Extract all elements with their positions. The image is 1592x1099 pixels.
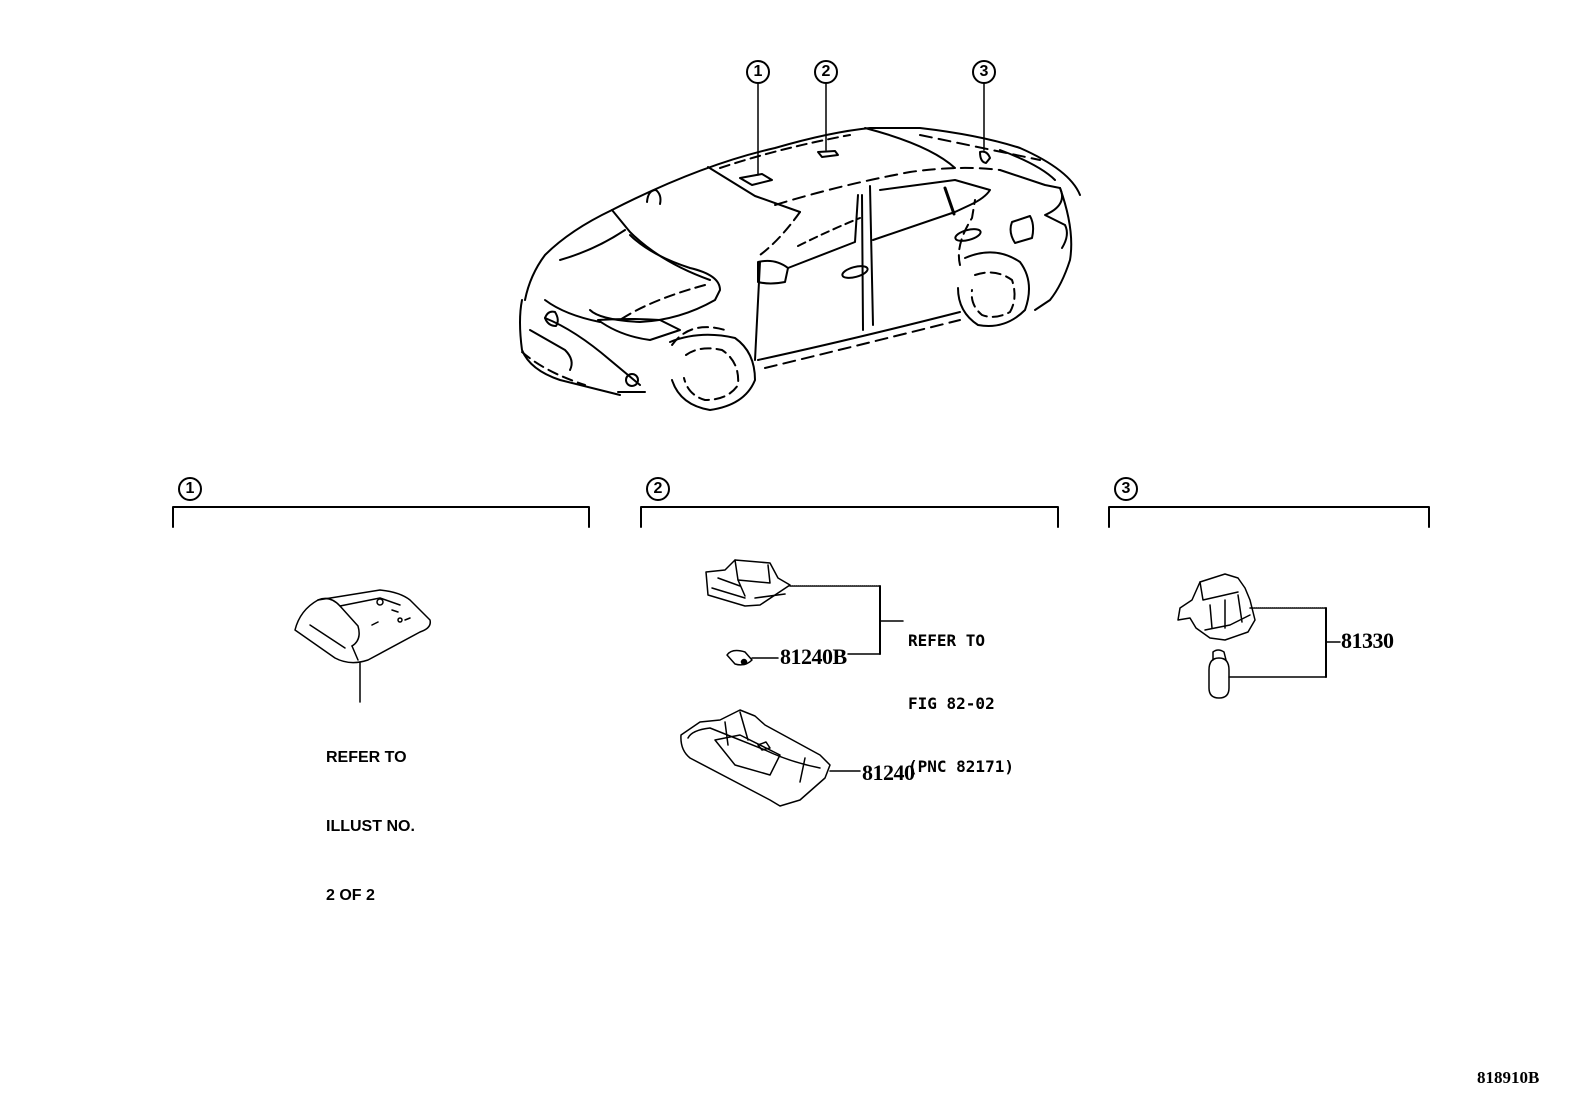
bulb-81240b-drawing [726, 649, 881, 666]
room-lamp-switch-drawing [705, 559, 904, 655]
part-number-81240b[interactable]: 81240B [780, 644, 847, 669]
map-lamp-drawing [294, 589, 432, 703]
luggage-lamp-bulb-drawing [1208, 649, 1327, 699]
overview-callout-3: 3 [972, 60, 996, 84]
car-overview-drawing [519, 127, 1081, 411]
section-2-reference-note: REFER TO FIG 82-02 (PNC 82171) [908, 588, 1014, 798]
section-1-bracket [172, 506, 590, 528]
section-2-bracket [640, 506, 1059, 528]
section-1-marker: 1 [178, 477, 202, 501]
room-lamp-lens-drawing [680, 709, 861, 807]
callout-3-leader [979, 82, 991, 164]
callout-2-leader [817, 82, 839, 158]
section-2-reference-line-3: (PNC 82171) [908, 757, 1014, 776]
section-3-marker: 3 [1114, 477, 1138, 501]
section-1-reference-note: REFER TO ILLUST NO. 2 OF 2 [326, 700, 415, 930]
callout-1-leader [739, 82, 773, 186]
section-2-marker: 2 [646, 477, 670, 501]
overview-callout-2: 2 [814, 60, 838, 84]
part-number-81240[interactable]: 81240 [862, 760, 915, 785]
part-number-81330[interactable]: 81330 [1341, 628, 1394, 653]
section-2-reference-line-2: FIG 82-02 [908, 694, 995, 713]
section-3-bracket [1108, 506, 1430, 528]
luggage-lamp-socket-drawing [1177, 573, 1341, 678]
illustration-code: 818910B [1477, 1068, 1540, 1087]
section-1-reference-line-2: ILLUST NO. [326, 818, 415, 835]
section-1-reference-line-3: 2 OF 2 [326, 887, 375, 904]
overview-callout-1: 1 [746, 60, 770, 84]
section-1-reference-line-1: REFER TO [326, 749, 407, 766]
section-2-reference-line-1: REFER TO [908, 631, 986, 650]
